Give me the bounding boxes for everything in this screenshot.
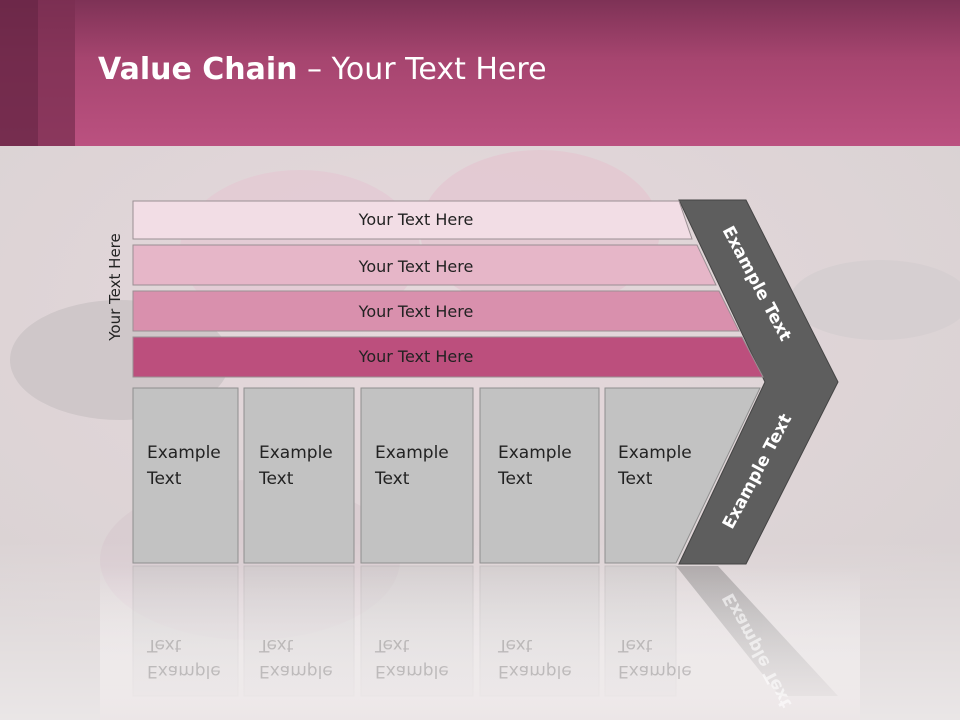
row-label-2: Your Text Here (358, 257, 474, 276)
title-rest: – Your Text Here (297, 52, 547, 87)
column-text-line: Text (259, 635, 294, 655)
row-label-1: Your Text Here (358, 210, 474, 229)
header-band (0, 0, 960, 146)
column-text-line: Text (147, 635, 182, 655)
column-text-line: Text (375, 635, 410, 655)
column-text-reflection: Example Text (618, 632, 692, 684)
row-band-1 (132, 200, 693, 240)
column-box-1 (132, 387, 239, 564)
column-text-line: Example (375, 443, 449, 463)
column-box-3 (360, 387, 474, 564)
row-band-3 (132, 290, 740, 332)
column-text-line: Example (147, 443, 221, 463)
column-text-line: Example (498, 661, 572, 681)
title-bold: Value Chain (98, 52, 298, 87)
row-band-4 (132, 336, 764, 378)
header-accent-block (0, 0, 38, 146)
column-text-reflection: Example Text (375, 632, 449, 684)
column-text-line: Example (375, 661, 449, 681)
column-text-line: Example (618, 443, 692, 463)
column-text-line: Text (498, 635, 533, 655)
column-text-reflection: Example Text (259, 632, 333, 684)
column-text-line: Text (618, 635, 653, 655)
column-text-line: Example (147, 661, 221, 681)
column-text-line: Text (498, 469, 533, 489)
column-text-line: Example (498, 443, 572, 463)
column-box-2 (243, 387, 355, 564)
column-text-line: Text (375, 469, 410, 489)
column-text-line: Text (147, 469, 182, 489)
header-accent-block (38, 0, 75, 146)
column-text-line: Text (618, 469, 653, 489)
row-band-2 (132, 244, 717, 286)
column-box-4 (479, 387, 600, 564)
slide-title: Value Chain – Your Text Here (98, 52, 547, 87)
chevron-arrow (678, 199, 839, 565)
row-label-3: Your Text Here (358, 302, 474, 321)
column-text-line: Example (259, 443, 333, 463)
column-text-line: Text (259, 469, 294, 489)
column-text-reflection: Example Text (147, 632, 221, 684)
column-box-5 (604, 387, 761, 564)
column-text-line: Example (259, 661, 333, 681)
row-label-4: Your Text Here (358, 347, 474, 366)
column-text-reflection: Example Text (498, 632, 572, 684)
column-text-line: Example (618, 661, 692, 681)
